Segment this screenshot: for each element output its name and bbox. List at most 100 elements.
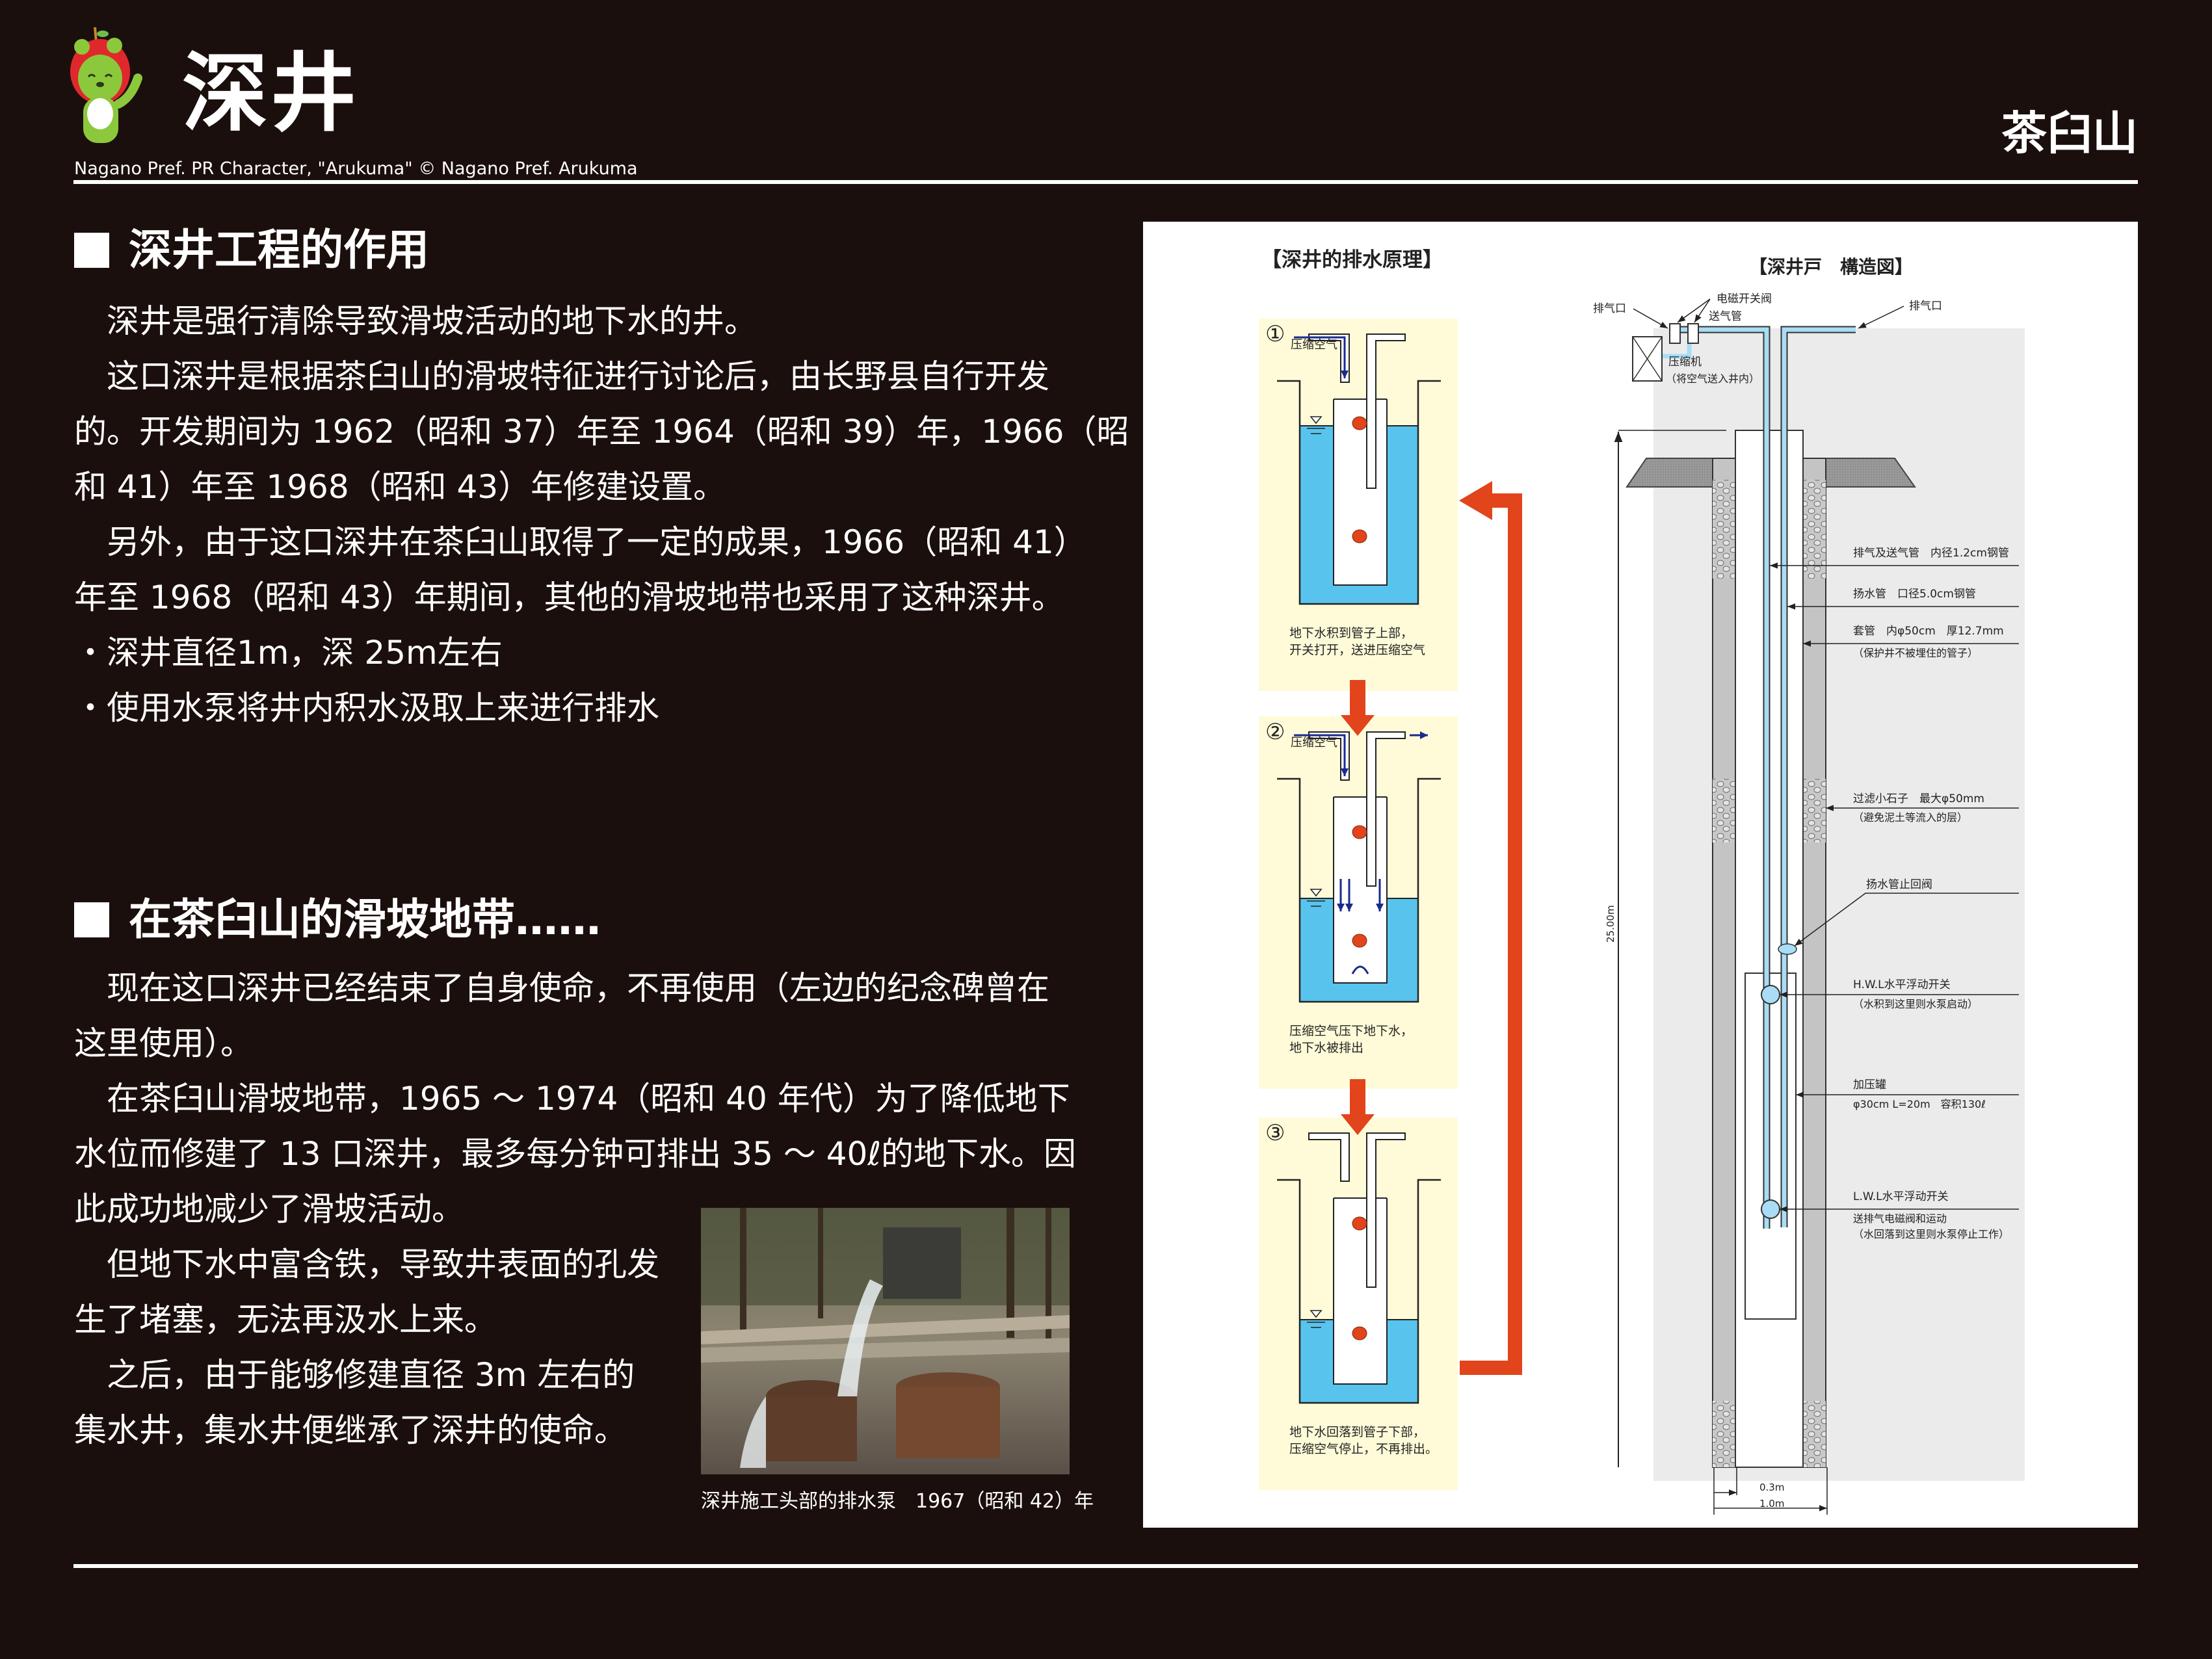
callout-lift-pipe: 扬水管 口径5.0cm钢管 — [1853, 588, 1976, 601]
callout-lwl: L.W.L水平浮动开关 — [1853, 1190, 1949, 1203]
air-label: 压缩空气 — [1291, 338, 1337, 352]
step-caption: 地下水被排出 — [1289, 1041, 1363, 1055]
photo-caption: 深井施工头部的排水泵 1967（昭和 42）年 — [701, 1490, 1094, 1513]
callout-hwl: H.W.L水平浮动开关 — [1853, 978, 1951, 991]
solenoid-valve-2 — [1687, 323, 1699, 344]
header-divider — [73, 180, 2138, 184]
compressor-label: 压缩机 — [1668, 356, 1702, 369]
step-3-panel: ③ 地下水回落到管子下部， 压缩空气停止，不再排出。 — [1259, 1117, 1458, 1490]
body-line: 这口深井是根据茶臼山的滑坡特征进行讨论后，由长野县自行开发 — [74, 358, 1049, 395]
section1-body: 深井是强行清除导致滑坡活动的地下水的井。 这口深井是根据茶臼山的滑坡特征进行讨论… — [74, 294, 1129, 736]
body-line: 和 41）年至 1968（昭和 43）年修建设置。 — [74, 468, 726, 506]
body-line: 水位而修建了 13 口深井，最多每分钟可排出 35 ～ 40ℓ的地下水。因 — [74, 1135, 1076, 1173]
solenoid-valve-1 — [1669, 323, 1681, 344]
return-arrow — [1460, 493, 1522, 1375]
body-line: 年至 1968（昭和 43）年期间，其他的滑坡地带也采用了这种深井。 — [74, 579, 1064, 616]
check-valve — [1778, 943, 1797, 955]
body-line: 深井是强行清除导致滑坡活动的地下水的井。 — [74, 302, 757, 340]
callout-lwl-note2: （水回落到这里则水泵停止工作） — [1853, 1228, 2009, 1240]
callout-vent-pipe: 排气及送气管 内径1.2cm钢管 — [1853, 547, 2009, 560]
body-line: 此成功地减少了滑坡活动。 — [74, 1190, 464, 1228]
callout-hwl-note: （水积到这里则水泵启动） — [1853, 998, 1978, 1010]
square-bullet-icon — [74, 902, 109, 937]
body-line: 之后，由于能够修建直径 3m 左右的 — [74, 1356, 635, 1394]
lift-pipe — [1366, 1132, 1406, 1288]
section1-heading: 深井工程的作用 — [74, 229, 429, 272]
down-arrow-2 — [1341, 1079, 1375, 1135]
square-bullet-icon — [74, 233, 109, 268]
exhaust-left-label: 排气口 — [1593, 302, 1626, 315]
body-line: 但地下水中富含铁，导致井表面的孔发 — [74, 1246, 659, 1283]
section1-heading-text: 深井工程的作用 — [129, 225, 429, 275]
float-switch — [1352, 416, 1367, 430]
float-switch — [1352, 934, 1367, 948]
float-switch — [1352, 1326, 1367, 1340]
principle-title: 【深井的排水原理】 — [1261, 248, 1443, 272]
air-flow-arrow — [1294, 734, 1349, 776]
callout-casing: 套管 内φ50cm 厚12.7mm — [1853, 625, 2004, 638]
vent-air-pipe — [1679, 327, 1769, 1229]
float-switch — [1352, 825, 1367, 839]
callout-tank-spec: φ30cm L=20m 容积130ℓ — [1853, 1098, 1986, 1110]
callout-lwl-note1: 送排气电磁阀和运动 — [1853, 1212, 1947, 1225]
body-line: ・深井直径1m，深 25m左右 — [74, 634, 503, 672]
page-title: 深井 — [182, 44, 359, 144]
lift-pipe — [1366, 731, 1406, 887]
step-caption: 压缩空气压下地下水， — [1289, 1024, 1413, 1038]
float-switch — [1352, 1216, 1367, 1231]
body-line: 在茶臼山滑坡地带，1965 ～ 1974（昭和 40 年代）为了降低地下 — [74, 1080, 1070, 1117]
structure-title: 【深井戸 構造図】 — [1749, 256, 1913, 278]
body-line: 这里使用）。 — [74, 1025, 253, 1062]
solenoid-label: 电磁开关阀 — [1717, 293, 1772, 306]
float-switch — [1352, 529, 1367, 543]
down-arrow-1 — [1341, 680, 1375, 736]
depth-label: 25.00m — [1605, 905, 1616, 943]
step-number: ① — [1265, 321, 1285, 347]
pump-photo — [701, 1208, 1070, 1474]
callout-check-valve: 扬水管止回阀 — [1866, 878, 1932, 891]
section2-heading: 在茶臼山的滑坡地带…… — [74, 898, 601, 941]
pressure-tank — [1745, 973, 1797, 1320]
callout-gravel: 过滤小石子 最大φ50mm — [1853, 792, 1984, 805]
section2-heading-text: 在茶臼山的滑坡地带…… — [129, 895, 601, 945]
step-caption: 压缩空气停止，不再排出。 — [1289, 1442, 1438, 1456]
body-line: 集水井，集水井便继承了深井的使命。 — [74, 1411, 627, 1449]
step-caption: 地下水回落到管子下部， — [1289, 1425, 1425, 1439]
compressor-box — [1632, 336, 1663, 382]
hwl-float — [1761, 985, 1780, 1004]
cycle-arrows — [1341, 481, 1522, 1375]
ground-background — [1653, 328, 2025, 1481]
exhaust-right-label: 排气口 — [1909, 300, 1942, 313]
body-line: 现在这口深井已经结束了自身使命，不再使用（左边的纪念碑曾在 — [74, 969, 1049, 1007]
air-flow-arrow — [1294, 336, 1349, 378]
callout-tank: 加压罐 — [1853, 1078, 1886, 1091]
callout-casing-note: （保护井不被埋住的管子） — [1853, 647, 1978, 659]
lift-pipe — [1782, 327, 1856, 1227]
section2-body: 现在这口深井已经结束了自身使命，不再使用（左边的纪念碑曾在这里使用）。 在茶臼山… — [74, 961, 1076, 1458]
body-line: 另外，由于这口深井在茶臼山取得了一定的成果，1966（昭和 41） — [74, 523, 1086, 561]
step-caption: 开关打开，送进压缩空气 — [1289, 643, 1425, 657]
body-line: 的。开发期间为 1962（昭和 37）年至 1964（昭和 39）年，1966（… — [74, 413, 1129, 451]
lwl-float — [1761, 1199, 1780, 1219]
location-name: 茶臼山 — [2001, 107, 2138, 160]
air-label: 压缩空气 — [1291, 736, 1337, 750]
air-pipe — [1308, 1132, 1350, 1182]
body-line: ・使用水泵将井内积水汲取上来进行排水 — [74, 689, 659, 727]
air-pipe-label: 送气管 — [1709, 310, 1742, 323]
body-line: 生了堵塞，无法再汲水上来。 — [74, 1301, 497, 1339]
footer-divider — [73, 1564, 2138, 1568]
compressor-note: （将空气送入井内） — [1666, 372, 1759, 385]
step-number: ② — [1265, 719, 1285, 745]
dim-inner-label: 0.3m — [1759, 1482, 1784, 1493]
mascot-credit: Nagano Pref. PR Character, "Arukuma" © N… — [74, 159, 638, 179]
step-number: ③ — [1265, 1120, 1285, 1146]
callout-gravel-note: （避免泥土等流入的层） — [1853, 811, 1968, 824]
lift-pipe — [1366, 333, 1406, 489]
step-caption: 地下水积到管子上部， — [1289, 626, 1413, 640]
arukuma-mascot-logo — [70, 27, 142, 143]
dim-outer-label: 1.0m — [1759, 1498, 1784, 1509]
